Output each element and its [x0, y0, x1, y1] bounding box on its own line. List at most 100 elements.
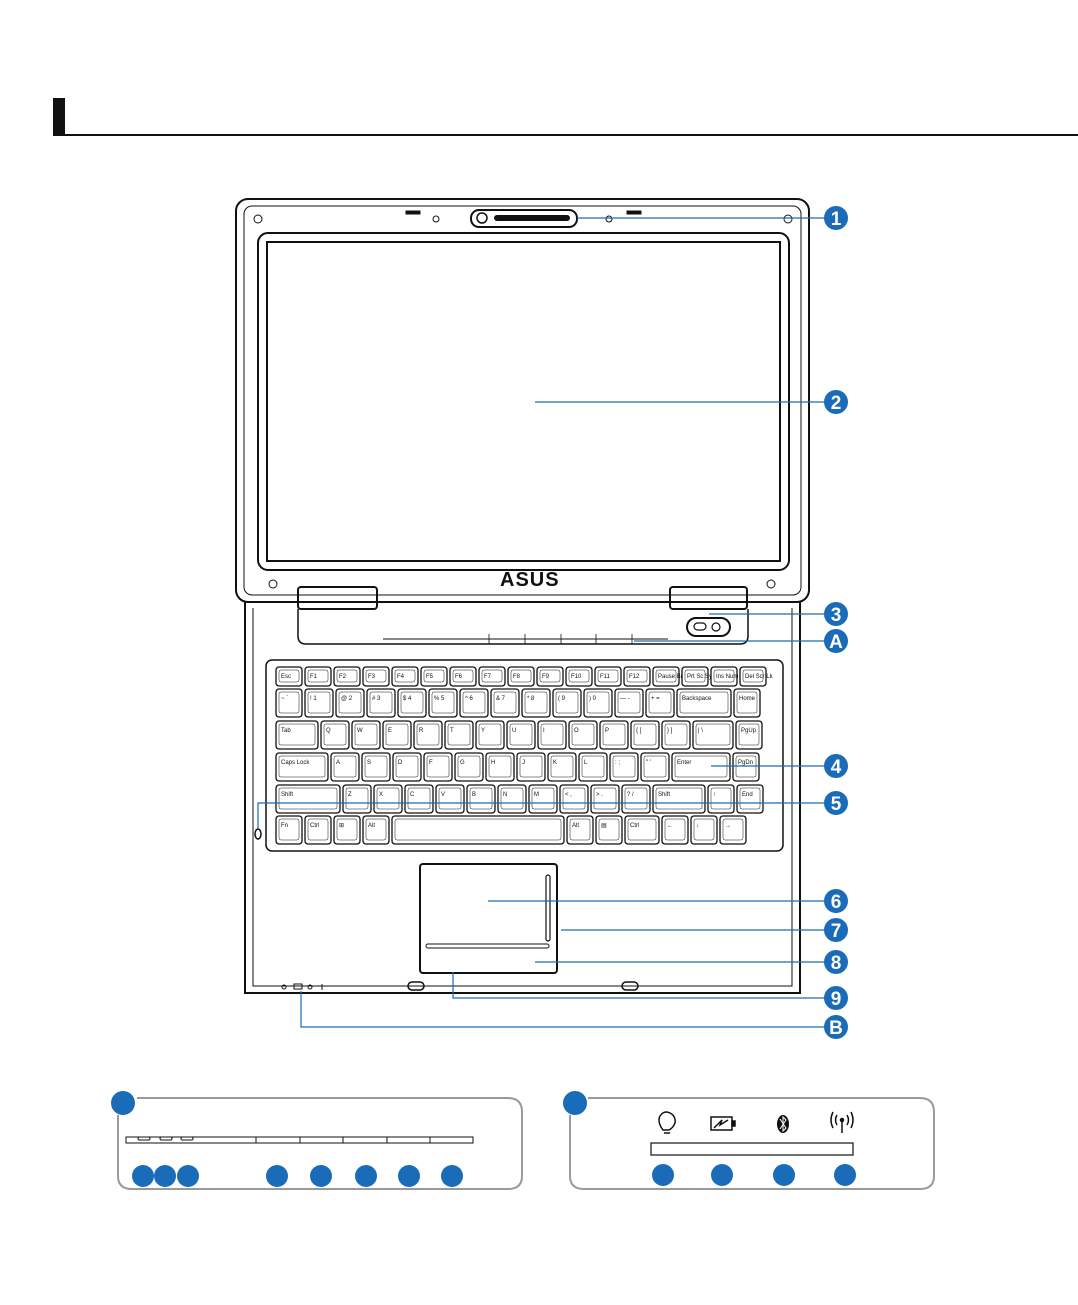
key[interactable]: ^ 6 — [459, 688, 489, 718]
key[interactable]: % 5 — [428, 688, 458, 718]
key[interactable]: Esc — [275, 666, 303, 687]
power-button[interactable] — [686, 617, 731, 637]
key[interactable]: C — [404, 784, 434, 814]
key[interactable]: R — [413, 720, 443, 750]
key[interactable]: & 7 — [490, 688, 520, 718]
key[interactable]: F — [423, 752, 453, 782]
key[interactable]: } ] — [661, 720, 691, 750]
svg-text:F3: F3 — [368, 674, 376, 680]
key[interactable]: ) 0 — [583, 688, 613, 718]
key[interactable]: F12 — [623, 666, 651, 687]
key[interactable]: Enter — [671, 752, 731, 782]
callout-dot-scroll-lock-icon — [177, 1165, 199, 1187]
key[interactable]: B — [466, 784, 496, 814]
key[interactable]: F6 — [449, 666, 477, 687]
svg-text:Pause Break: Pause Break — [658, 674, 693, 680]
key[interactable]: Q — [320, 720, 350, 750]
key[interactable]: N — [497, 784, 527, 814]
key[interactable]: ? / — [621, 784, 651, 814]
key[interactable]: + = — [645, 688, 675, 718]
key[interactable]: H — [485, 752, 515, 782]
key[interactable]: Backspace — [676, 688, 732, 718]
key[interactable]: F11 — [594, 666, 622, 687]
callout-dot-battery-icon — [711, 1164, 733, 1186]
svg-text:( 9: ( 9 — [558, 696, 566, 702]
key[interactable]: ~ ` — [275, 688, 303, 718]
key[interactable]: Shift — [652, 784, 706, 814]
key[interactable]: ← — [661, 815, 689, 845]
key[interactable]: P — [599, 720, 629, 750]
key[interactable]: ( 9 — [552, 688, 582, 718]
key[interactable]: Alt — [362, 815, 390, 845]
key[interactable]: F7 — [478, 666, 506, 687]
key[interactable]: PgDn — [732, 752, 760, 782]
touchpad[interactable] — [419, 863, 558, 974]
key[interactable]: Ins Num Lk — [710, 666, 747, 687]
key[interactable]: F2 — [333, 666, 361, 687]
key[interactable]: PgUp — [735, 720, 763, 750]
key[interactable]: Del Scr Lk — [739, 666, 774, 687]
key[interactable]: ⊞ — [333, 815, 361, 845]
svg-text:6: 6 — [831, 892, 842, 913]
key[interactable]: ! 1 — [304, 688, 334, 718]
key[interactable]: Alt — [566, 815, 594, 845]
key[interactable]: { [ — [630, 720, 660, 750]
key[interactable]: → — [719, 815, 747, 845]
key[interactable]: F4 — [391, 666, 419, 687]
key[interactable]: X — [373, 784, 403, 814]
key[interactable]: Pause Break — [652, 666, 693, 687]
key[interactable]: K — [547, 752, 577, 782]
key[interactable]: Y — [475, 720, 505, 750]
key[interactable]: F1 — [304, 666, 332, 687]
antenna-icon — [830, 1111, 854, 1133]
key[interactable]: > . — [590, 784, 620, 814]
key[interactable]: F3 — [362, 666, 390, 687]
callout-A: A — [824, 629, 848, 653]
svg-text:~ `: ~ ` — [281, 696, 288, 702]
key[interactable]: Caps Lock — [275, 752, 329, 782]
key[interactable]: " ' — [640, 752, 670, 782]
key[interactable]: M — [528, 784, 558, 814]
key[interactable]: Home — [733, 688, 761, 718]
key[interactable]: # 3 — [366, 688, 396, 718]
key[interactable] — [391, 815, 565, 845]
key[interactable]: A — [330, 752, 360, 782]
key[interactable]: L — [578, 752, 608, 782]
key[interactable]: Ctrl — [304, 815, 332, 845]
key[interactable]: Prt Sc Sys Rq — [681, 666, 724, 687]
key[interactable]: G — [454, 752, 484, 782]
key[interactable]: ↑ — [707, 784, 735, 814]
key[interactable]: D — [392, 752, 422, 782]
key[interactable]: : ; — [609, 752, 639, 782]
key[interactable]: Shift — [275, 784, 341, 814]
key[interactable]: J — [516, 752, 546, 782]
key[interactable]: V — [435, 784, 465, 814]
key[interactable]: < , — [559, 784, 589, 814]
key[interactable]: $ 4 — [397, 688, 427, 718]
key[interactable]: F10 — [565, 666, 593, 687]
svg-text:F10: F10 — [571, 674, 582, 680]
key[interactable]: W — [351, 720, 381, 750]
key[interactable]: Fn — [275, 815, 303, 845]
key[interactable]: I — [537, 720, 567, 750]
key[interactable]: ↓ — [690, 815, 718, 845]
key[interactable]: — - — [614, 688, 644, 718]
key[interactable]: E — [382, 720, 412, 750]
svg-text:U: U — [512, 728, 516, 734]
key[interactable]: * 8 — [521, 688, 551, 718]
key[interactable]: ▤ — [595, 815, 623, 845]
key[interactable]: | \ — [692, 720, 734, 750]
key[interactable]: @ 2 — [335, 688, 365, 718]
svg-text:End: End — [742, 792, 753, 798]
key[interactable]: Tab — [275, 720, 319, 750]
key[interactable]: S — [361, 752, 391, 782]
key[interactable]: F5 — [420, 666, 448, 687]
key[interactable]: U — [506, 720, 536, 750]
key[interactable]: Ctrl — [624, 815, 660, 845]
key[interactable]: O — [568, 720, 598, 750]
key[interactable]: End — [736, 784, 764, 814]
key[interactable]: T — [444, 720, 474, 750]
key[interactable]: Z — [342, 784, 372, 814]
key[interactable]: F9 — [536, 666, 564, 687]
key[interactable]: F8 — [507, 666, 535, 687]
